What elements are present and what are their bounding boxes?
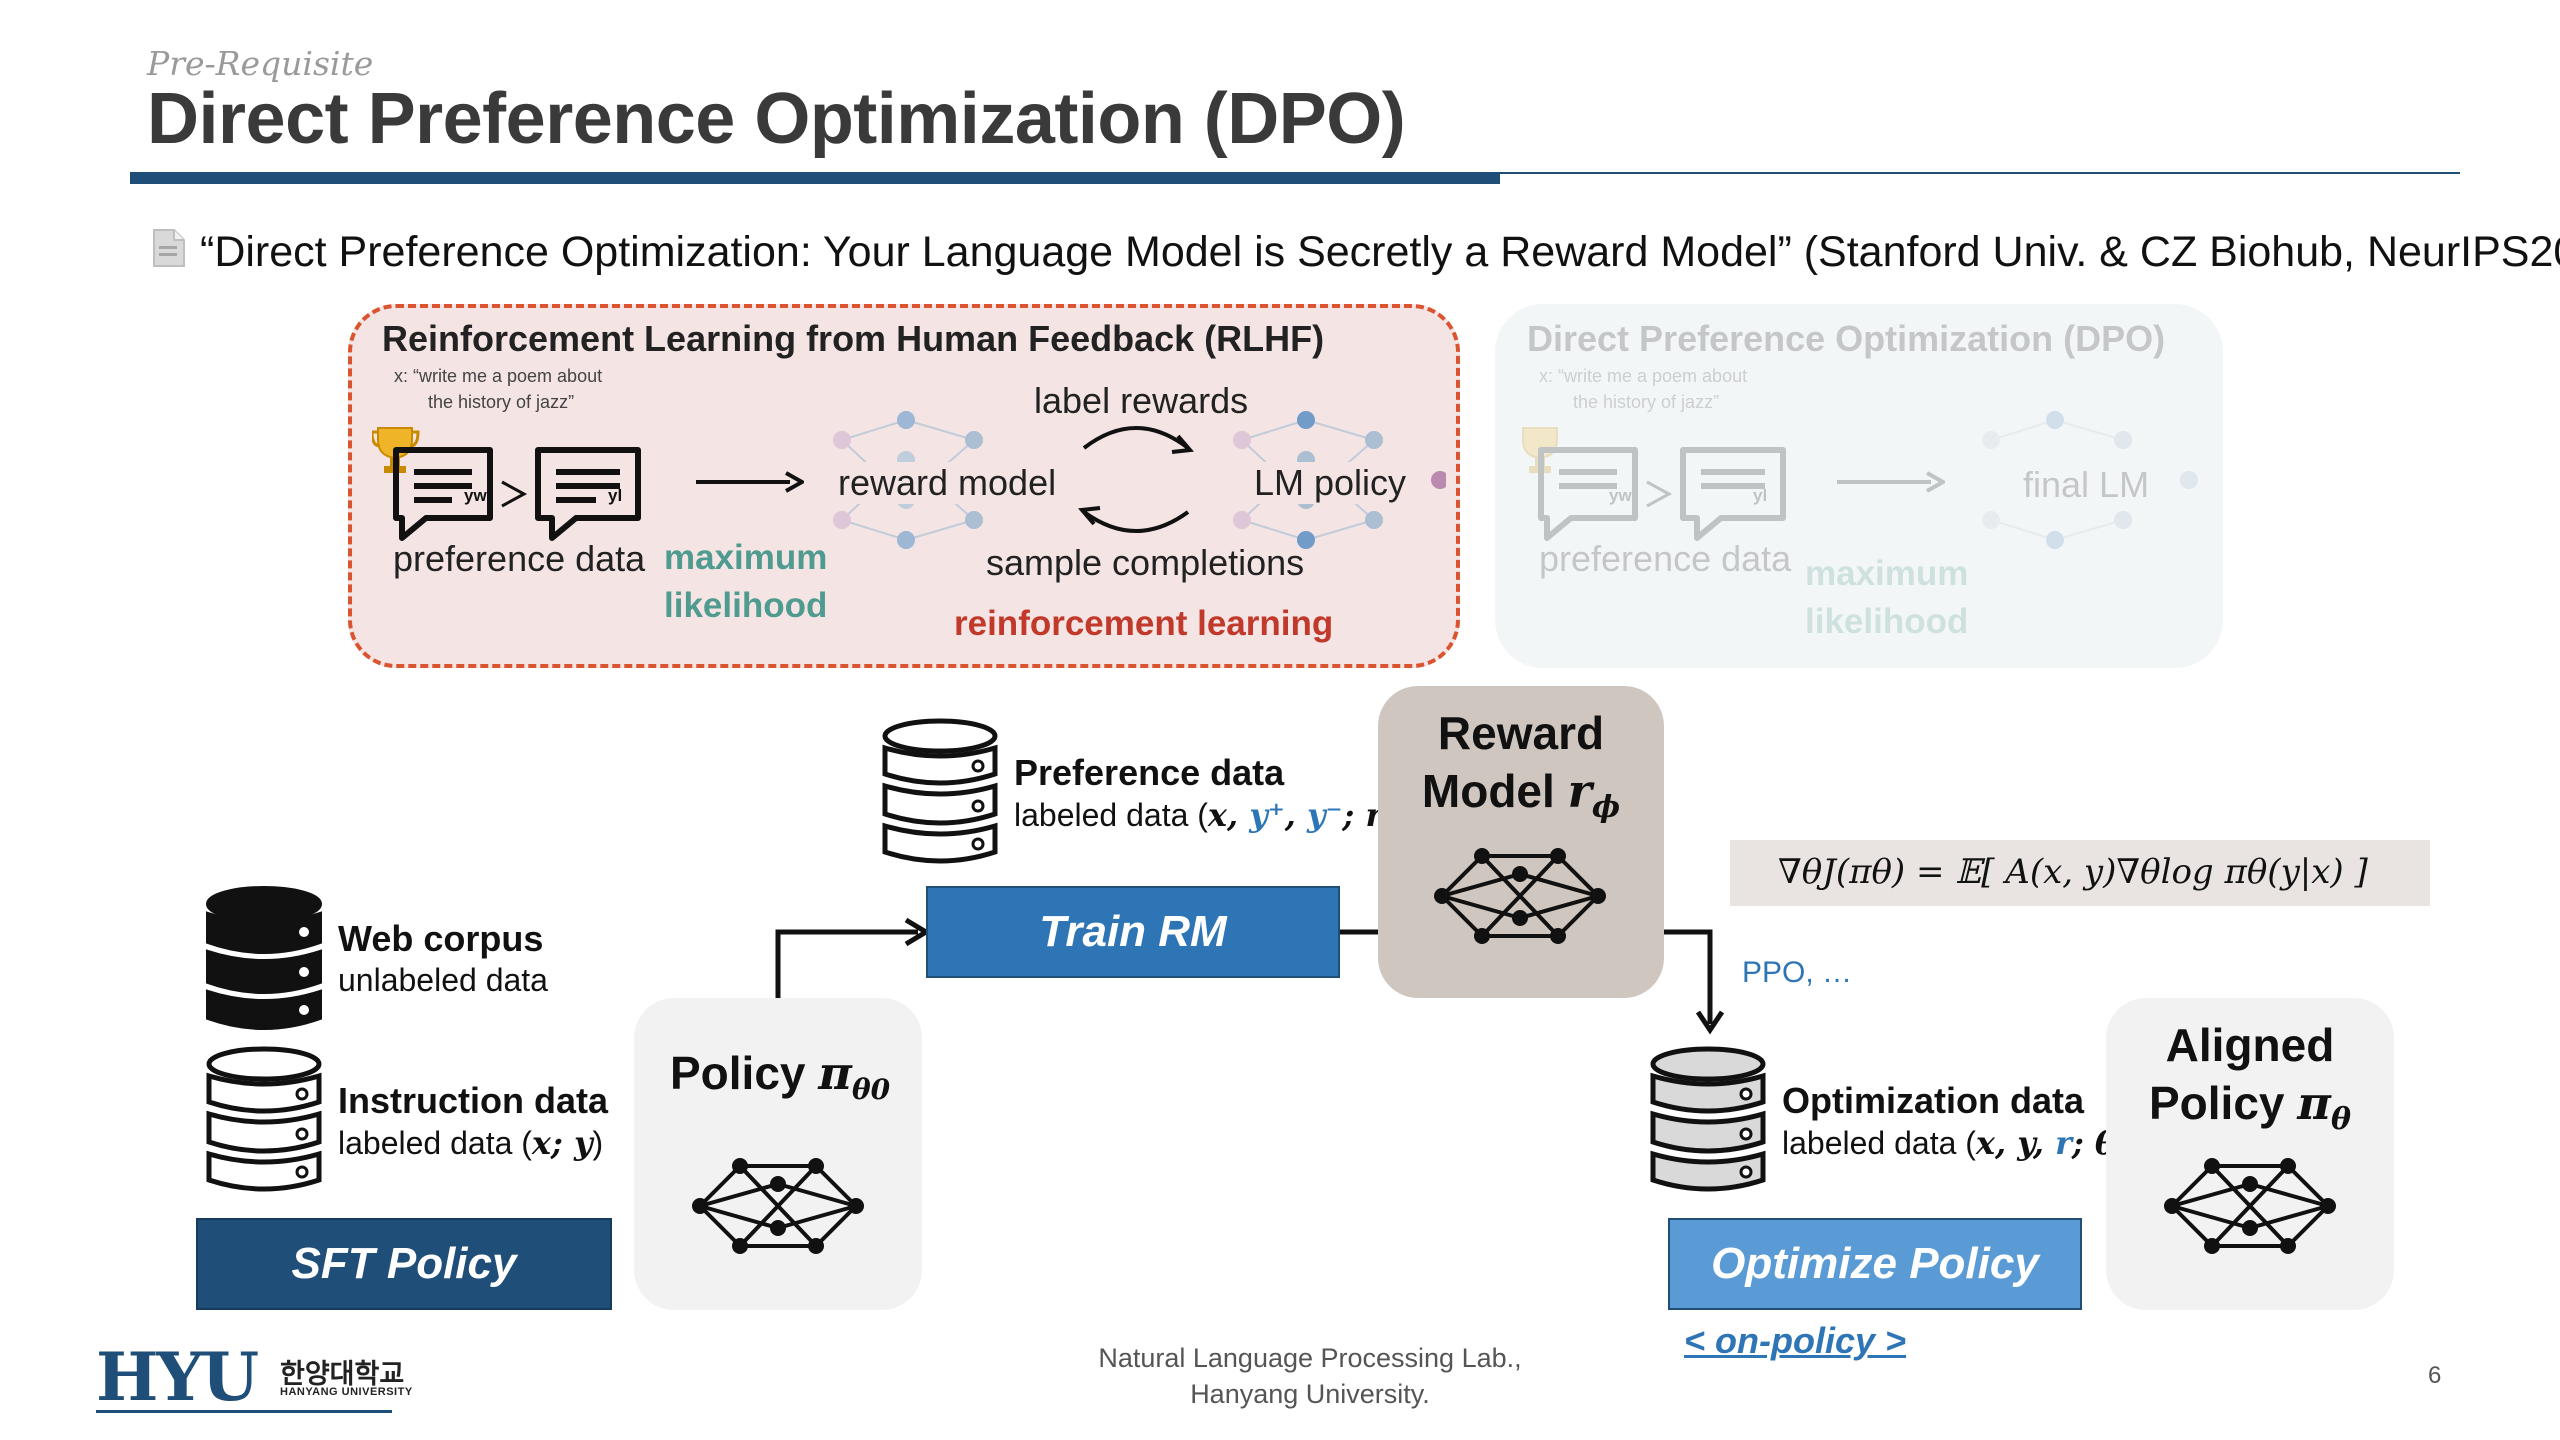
- rlhf-likelihood-label: likelihood: [664, 586, 828, 625]
- instruction-data-title: Instruction data: [338, 1080, 609, 1121]
- initial-policy-title: Policy πθ0: [670, 1046, 891, 1107]
- rlhf-preference-icons: [372, 427, 641, 541]
- web-corpus-title: Web corpus: [338, 918, 544, 959]
- neural-net-icon: [2164, 1158, 2336, 1254]
- rlhf-prompt-line1: x: “write me a poem about: [394, 366, 603, 386]
- rlhf-yl-label: yl: [608, 486, 623, 505]
- reward-model-title-line1: Reward: [1437, 707, 1605, 759]
- paper-citation: “Direct Preference Optimization: Your La…: [200, 228, 2560, 276]
- database-icon: [882, 718, 998, 864]
- dpo-panel: [1495, 304, 2223, 668]
- neural-net-icon: [1982, 411, 2198, 549]
- dpo-panel-content: Direct Preference Optimization (DPO) x: …: [1495, 304, 2223, 668]
- train-rm-box[interactable]: Train RM: [926, 886, 1340, 978]
- lm-policy-label: LM policy: [1250, 462, 1411, 504]
- optimize-policy-label: Optimize Policy: [1711, 1239, 2039, 1288]
- preference-data-subtitle: labeled data (x, y⁺, y⁻; r): [1014, 796, 1393, 834]
- rlhf-preference-data-label: preference data: [393, 538, 646, 579]
- sft-policy-box[interactable]: SFT Policy: [196, 1218, 612, 1310]
- preference-data-title: Preference data: [1014, 752, 1285, 793]
- arrow-icon: [696, 471, 804, 493]
- instruction-data-subtitle: labeled data (x; y): [338, 1124, 604, 1162]
- on-policy-link[interactable]: < on-policy >: [1684, 1320, 1907, 1361]
- chat-bubble-icon: [1538, 447, 1638, 541]
- policy-gradient-formula: ∇θJ(πθ) = 𝔼[ A(x, y)∇θlog πθ(y|x) ]: [1778, 852, 2368, 892]
- sample-completions-label: sample completions: [986, 542, 1305, 583]
- optimization-data-subtitle: labeled data (x, y, r; θ): [1782, 1124, 2127, 1162]
- database-icon: [206, 1046, 322, 1192]
- dpo-preference-data-label: preference data: [1539, 538, 1792, 579]
- aligned-policy-panel: [2106, 998, 2394, 1310]
- hyu-logo-korean: 한양대학교: [280, 1359, 405, 1389]
- sft-policy-label: SFT Policy: [291, 1239, 517, 1288]
- web-corpus-subtitle: unlabeled data: [338, 962, 548, 998]
- page-number: 6: [2428, 1362, 2442, 1389]
- dpo-preference-icons: [1522, 427, 1786, 541]
- document-icon: [153, 229, 185, 267]
- prerequisite-label: Pre-Requisite: [147, 44, 374, 83]
- neural-net-icon: [692, 1158, 864, 1254]
- optimization-data-title: Optimization data: [1782, 1080, 2085, 1121]
- dpo-prompt-line2: the history of jazz”: [1573, 392, 1720, 412]
- dpo-title: Direct Preference Optimization (DPO): [1527, 318, 2166, 359]
- footer-lab-line2: Hanyang University.: [1190, 1379, 1430, 1409]
- neural-net-icon: [1434, 848, 1606, 944]
- hyu-logo: HYU: [96, 1338, 259, 1416]
- database-icon: [1650, 1046, 1766, 1192]
- chat-bubble-icon: [535, 447, 641, 541]
- title-underline-thin: [1500, 172, 2460, 174]
- train-rm-label: Train RM: [1039, 907, 1227, 956]
- label-rewards-label: label rewards: [1034, 380, 1249, 421]
- database-icon: [206, 886, 322, 1030]
- reward-model-panel: [1378, 686, 1664, 998]
- initial-policy-panel: [634, 998, 922, 1310]
- dpo-likelihood-label: likelihood: [1805, 602, 1969, 641]
- dpo-yl-label: yl: [1753, 486, 1768, 505]
- rlhf-maximum-label: maximum: [664, 538, 828, 577]
- trophy-icon: [1522, 427, 1558, 473]
- arrow-icon: [1837, 471, 1945, 493]
- chat-bubble-icon: [1680, 447, 1786, 541]
- hyu-logo-underline: [96, 1410, 392, 1413]
- footer-lab: Natural Language Processing Lab., Hanyan…: [1040, 1340, 1580, 1412]
- hyu-logo-english: HANYANG UNIVERSITY: [280, 1386, 413, 1398]
- reward-model-title-line2: Model rϕ: [1421, 764, 1621, 826]
- footer-lab-line1: Natural Language Processing Lab.,: [1098, 1343, 1522, 1373]
- dpo-prompt-line1: x: “write me a poem about: [1539, 366, 1748, 386]
- dpo-maximum-label: maximum: [1805, 554, 1969, 593]
- rlhf-prompt-line2: the history of jazz”: [428, 392, 575, 412]
- optimize-policy-box[interactable]: Optimize Policy: [1668, 1218, 2082, 1310]
- reinforcement-learning-label: reinforcement learning: [954, 604, 1334, 643]
- chat-bubble-icon: [393, 447, 493, 541]
- page-title: Direct Preference Optimization (DPO): [147, 79, 1406, 159]
- final-lm-label: final LM: [2019, 464, 2154, 506]
- title-underline-thick: [130, 172, 1500, 184]
- policy-gradient-formula-box: [1730, 840, 2430, 906]
- dpo-yw-label: yw: [1609, 486, 1632, 505]
- rlhf-yw-label: yw: [464, 486, 487, 505]
- rlhf-title: Reinforcement Learning from Human Feedba…: [382, 318, 1325, 359]
- ppo-label: PPO, …: [1742, 956, 1853, 989]
- aligned-policy-title-line2: Policy πθ: [2149, 1076, 2351, 1138]
- reward-model-label: reward model: [834, 462, 1061, 504]
- aligned-policy-title-line1: Aligned: [2165, 1019, 2335, 1071]
